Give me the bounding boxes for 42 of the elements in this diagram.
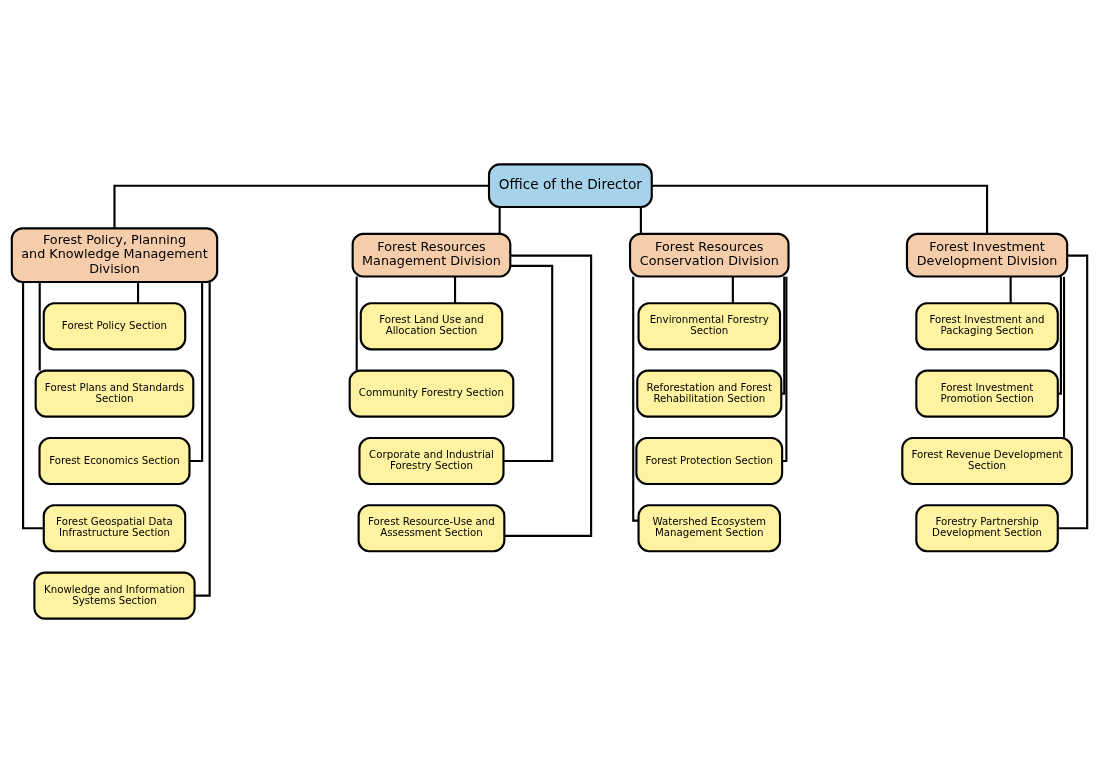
- node-box: Community Forestry Section: [348, 369, 515, 418]
- node-box: Forest Economics Section: [38, 436, 191, 486]
- connector: [498, 207, 501, 234]
- node-box: Forestry Partnership Development Section: [915, 504, 1059, 553]
- connector: [781, 276, 786, 395]
- connector: [1057, 254, 1089, 530]
- node-box: Forest Protection Section: [635, 436, 784, 486]
- node-box: Forest Revenue Development Section: [901, 436, 1073, 486]
- node-box: Reforestation and Forest Rehabilitation Section: [636, 369, 783, 418]
- node-box: Forest Resource-Use and Assessment Section: [357, 504, 506, 553]
- connector: [503, 264, 554, 462]
- connector: [113, 184, 489, 229]
- node-box: Environmental Forestry Section: [637, 302, 782, 351]
- connector: [504, 254, 593, 537]
- node-box: Forest Investment and Packaging Section: [915, 302, 1059, 351]
- connector: [137, 282, 140, 304]
- node-box: Forest Plans and Standards Section: [34, 369, 195, 418]
- node-box: Forest Resources Management Division: [351, 232, 512, 278]
- node-box: Forest Resources Conservation Division: [628, 232, 790, 278]
- node-box: Forest Investment Development Division: [905, 232, 1069, 278]
- node-box: Forest Policy Section: [42, 302, 187, 351]
- connector: [639, 207, 642, 234]
- node-box: Corporate and Industrial Forestry Section: [358, 436, 505, 486]
- node-box: Forest Policy, Planning and Knowledge Management Division: [10, 227, 219, 284]
- connector: [782, 276, 788, 462]
- node-box: Forest Geospatial Data Infrastructure Section: [42, 504, 187, 553]
- connector: [454, 276, 457, 304]
- node-box: Office of the Director: [487, 163, 653, 209]
- node-box: Forest Land Use and Allocation Section: [359, 302, 504, 351]
- connector: [1009, 276, 1012, 304]
- connector: [22, 282, 44, 530]
- node-box: Forest Investment Promotion Section: [915, 369, 1059, 418]
- connector: [632, 276, 639, 522]
- connector: [1058, 276, 1062, 395]
- node-box: Knowledge and Information Systems Section: [33, 571, 196, 620]
- node-box: Watershed Ecosystem Management Section: [637, 504, 782, 553]
- connector: [731, 276, 734, 304]
- connector: [355, 276, 358, 371]
- connector: [651, 184, 989, 234]
- connector: [189, 282, 204, 462]
- connector: [1062, 276, 1066, 438]
- connector: [38, 282, 41, 371]
